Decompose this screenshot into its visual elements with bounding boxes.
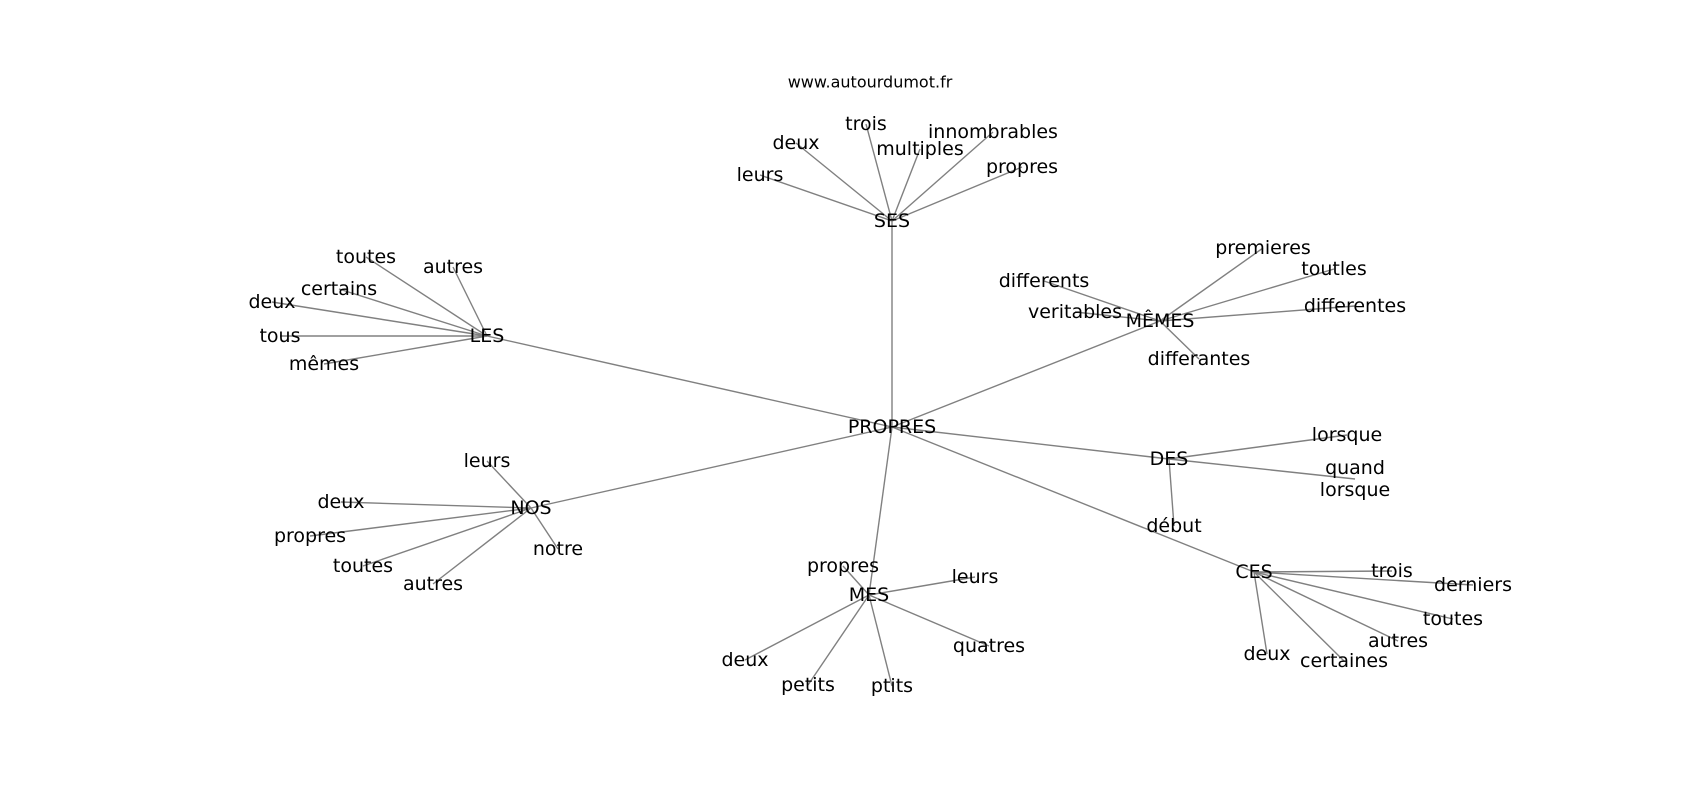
edge-memes-word (1159, 268, 1335, 322)
word-node: notre (533, 538, 583, 560)
edge-des-word (1168, 458, 1356, 480)
edge-memes-word (1074, 311, 1161, 322)
edge-mes-word (842, 565, 870, 596)
word-node: deux (721, 649, 768, 671)
edge-nos-word (486, 460, 532, 509)
edge-root-memes (891, 320, 1161, 428)
edge-ses-word (865, 123, 893, 222)
word-node: differantes (1148, 348, 1251, 370)
word-node: derniers (1434, 574, 1512, 596)
edge-ses-word (891, 166, 1023, 222)
labels-layer: www.autourdumot.fr PROPRES SES leurs deux tr… (248, 73, 1512, 698)
word-node: petits (781, 674, 835, 696)
word-node: leurs (737, 164, 784, 186)
word-node: trois (845, 113, 887, 135)
word-node: premieres (1215, 237, 1311, 259)
group-node-nos: NOS (510, 497, 551, 519)
edge-des-word (1168, 458, 1175, 527)
edge-ces-word (1253, 570, 1393, 573)
edge-memes-word (1159, 320, 1200, 360)
group-node-memes: MÊMES (1126, 309, 1195, 332)
edge-root-les (486, 335, 893, 428)
edge-les-word (452, 266, 488, 337)
edge-mes-word (807, 594, 870, 686)
edge-nos-word (309, 507, 532, 537)
word-node: propres (274, 525, 346, 547)
word-node: certains (301, 278, 377, 300)
edges-layer (271, 123, 1474, 687)
word-node: leurs (952, 566, 999, 588)
edge-root-ces (891, 426, 1255, 573)
word-node: autres (423, 256, 483, 278)
edge-mes-word (868, 594, 893, 687)
word-node: quatres (953, 635, 1025, 657)
edge-nos-word (362, 507, 532, 567)
edge-les-word (365, 256, 488, 337)
word-node: deux (248, 291, 295, 313)
word-node: certaines (1300, 650, 1388, 672)
edge-ses-word (891, 131, 994, 222)
word-node: propres (986, 156, 1058, 178)
word-node: deux (317, 491, 364, 513)
word-node: differents (999, 270, 1090, 292)
word-node: tous (259, 325, 300, 347)
edge-ces-word (1253, 571, 1454, 620)
word-node: lorsque (1312, 424, 1382, 446)
group-node-mes: MES (849, 584, 889, 606)
edge-memes-word (1043, 280, 1161, 322)
edge-nos-word (340, 501, 532, 509)
word-node: veritables (1028, 301, 1122, 323)
word-node: toutes (336, 246, 396, 268)
group-node-ces: CES (1235, 561, 1272, 583)
edge-ses-word (759, 174, 893, 222)
edge-les-word (323, 335, 488, 365)
word-node: leurs (464, 450, 511, 472)
word-node: ptits (871, 675, 913, 697)
edge-ces-word (1253, 571, 1345, 662)
word-node: toutes (333, 555, 393, 577)
edge-mes-word (744, 594, 870, 661)
word-node: multiples (876, 138, 964, 160)
word-node: autres (1368, 630, 1428, 652)
word-node: début (1146, 515, 1201, 537)
root-node-label: PROPRES (848, 416, 936, 438)
edge-root-des (891, 426, 1170, 460)
group-node-des: DES (1150, 448, 1189, 470)
edge-mes-word (868, 594, 990, 647)
edge-les-word (271, 301, 488, 337)
word-node: mêmes (289, 353, 359, 375)
group-node-ses: SES (874, 210, 910, 232)
word-node: toutles (1301, 258, 1366, 280)
word-node: innombrables (928, 121, 1058, 143)
word-node: toutes (1423, 608, 1483, 630)
group-node-les: LES (470, 325, 505, 347)
edge-ces-word (1253, 571, 1399, 642)
edge-des-word (1168, 434, 1348, 460)
word-node: deux (1243, 643, 1290, 665)
edge-ces-word (1253, 571, 1268, 655)
edge-memes-word (1159, 305, 1356, 322)
edge-les-word (338, 288, 488, 337)
word-node: deux (772, 132, 819, 154)
edge-ces-word (1253, 571, 1474, 586)
edge-root-nos (530, 426, 893, 509)
source-label: www.autourdumot.fr (788, 73, 953, 92)
edge-nos-word (432, 507, 532, 585)
edge-mes-word (868, 576, 976, 596)
edge-root-mes (868, 426, 893, 596)
edge-ses-word (891, 148, 921, 222)
word-node: trois (1371, 560, 1413, 582)
edge-ses-word (795, 142, 893, 222)
word-node: autres (403, 573, 463, 595)
edge-nos-word (530, 507, 559, 550)
word-node: differentes (1304, 295, 1406, 317)
word-node: propres (807, 555, 879, 577)
edge-memes-word (1159, 247, 1264, 322)
